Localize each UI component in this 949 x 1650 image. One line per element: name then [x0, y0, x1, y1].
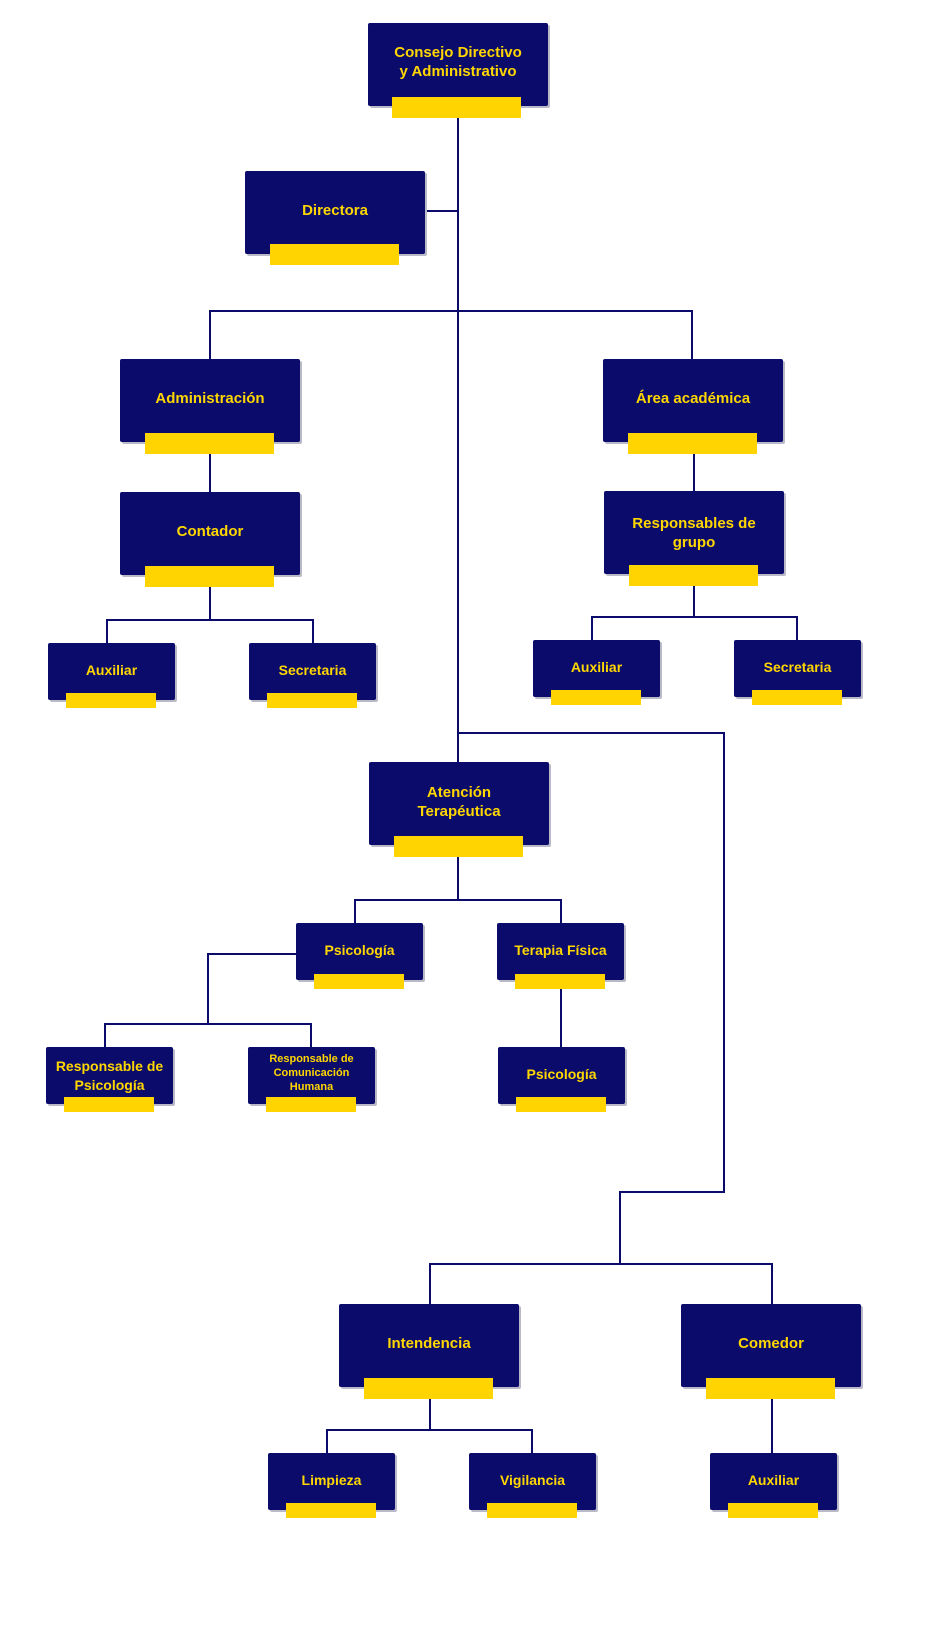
- node-label: Administración: [155, 390, 265, 407]
- node-label: Secretaria: [278, 662, 347, 678]
- node-label: Secretaria: [763, 659, 832, 675]
- node-terapia-fisica: Terapia Física: [497, 923, 624, 989]
- node-label: Atención Terapéutica: [417, 784, 501, 820]
- node-label: Auxiliar: [747, 1472, 800, 1488]
- node-auxiliar-comedor: Auxiliar: [710, 1453, 837, 1518]
- node-consejo-directivo: Consejo Directivo y Administrativo: [368, 23, 548, 118]
- node-directora: Directora: [245, 171, 425, 265]
- node-bar: [628, 433, 757, 454]
- node-bar: [66, 693, 156, 708]
- node-contador: Contador: [120, 492, 300, 587]
- connector-psicologia-branch: [104, 953, 312, 1047]
- node-auxiliar-admin: Auxiliar: [48, 643, 175, 708]
- node-label: Responsables de grupo: [632, 515, 756, 551]
- node-bar: [515, 974, 605, 989]
- node-bar: [314, 974, 404, 989]
- connector-branch-top: [209, 310, 693, 359]
- node-label: Psicología: [526, 1066, 597, 1082]
- node-label: Limpieza: [301, 1472, 362, 1488]
- connector-to-right-column: [458, 732, 725, 1264]
- node-responsable-psicologia: Responsable de Psicología: [46, 1047, 173, 1112]
- node-responsable-comunicacion: Responsable de Comunicación Humana: [248, 1047, 375, 1112]
- node-label: Psicología: [324, 942, 395, 958]
- node-secretaria-academica: Secretaria: [734, 640, 861, 705]
- connector-contador-branch: [106, 575, 314, 643]
- node-bar: [551, 690, 641, 705]
- node-label: Vigilancia: [499, 1472, 566, 1488]
- node-label: Terapia Física: [514, 942, 607, 958]
- node-label: Auxiliar: [570, 659, 623, 675]
- node-responsables-grupo: Responsables de grupo: [604, 491, 784, 586]
- node-auxiliar-academica: Auxiliar: [533, 640, 660, 705]
- node-label: Auxiliar: [85, 662, 138, 678]
- node-bar: [286, 1503, 376, 1518]
- node-label: Directora: [302, 202, 368, 219]
- node-bar: [145, 433, 274, 454]
- node-label: Consejo Directivo y Administrativo: [394, 44, 522, 80]
- node-intendencia: Intendencia: [339, 1304, 519, 1399]
- node-bar: [706, 1378, 835, 1399]
- node-bar: [516, 1097, 606, 1112]
- node-psicologia-terapia-fisica: Psicología: [498, 1047, 625, 1112]
- node-label: Contador: [176, 523, 244, 540]
- node-label: Comedor: [738, 1335, 804, 1352]
- node-administracion: Administración: [120, 359, 300, 454]
- node-bar: [394, 836, 523, 857]
- node-label: Intendencia: [387, 1335, 471, 1352]
- node-area-academica: Área académica: [603, 359, 783, 454]
- node-vigilancia: Vigilancia: [469, 1453, 596, 1518]
- node-bar: [64, 1097, 154, 1112]
- connector-responsables-branch: [591, 574, 798, 640]
- connector-services-branch: [429, 1263, 773, 1304]
- node-bar: [392, 97, 521, 118]
- connector-intendencia-branch: [326, 1387, 533, 1453]
- node-label: Área académica: [635, 390, 751, 407]
- node-bar: [728, 1503, 818, 1518]
- connector-atencion-branch: [354, 845, 562, 923]
- node-bar: [267, 693, 357, 708]
- node-bar: [266, 1097, 356, 1112]
- node-bar: [270, 244, 399, 265]
- node-comedor: Comedor: [681, 1304, 861, 1399]
- node-label: Responsable de Psicología: [55, 1058, 164, 1093]
- node-psicologia: Psicología: [296, 923, 423, 989]
- node-limpieza: Limpieza: [268, 1453, 395, 1518]
- node-bar: [364, 1378, 493, 1399]
- node-bar: [752, 690, 842, 705]
- node-secretaria-admin: Secretaria: [249, 643, 376, 708]
- node-bar: [487, 1503, 577, 1518]
- node-bar: [629, 565, 758, 586]
- node-atencion-terapeutica: Atención Terapéutica: [369, 762, 549, 857]
- node-label: Responsable de Comunicación Humana: [269, 1053, 354, 1093]
- node-bar: [145, 566, 274, 587]
